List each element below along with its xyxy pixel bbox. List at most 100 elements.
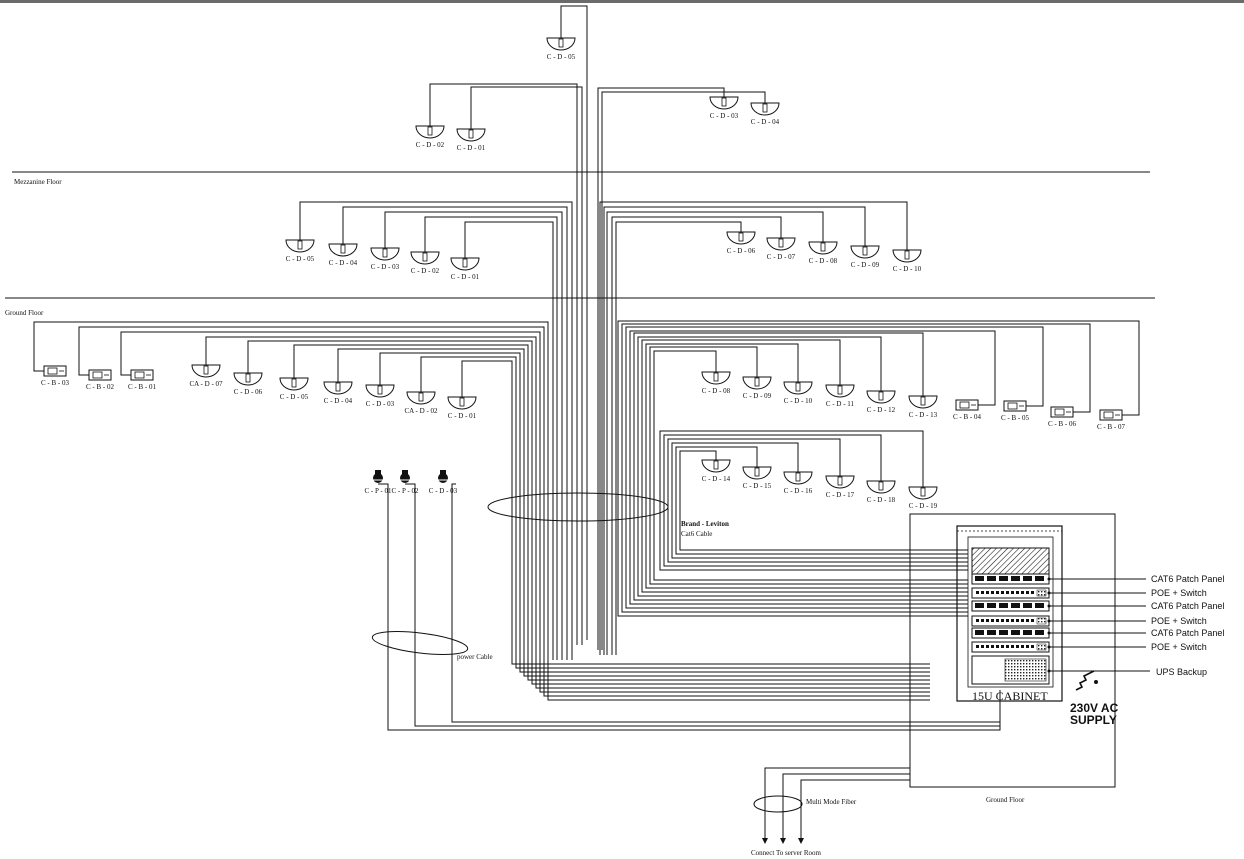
cat6-bundle-ellipse: [487, 492, 669, 522]
server-room-note: Connect To server Room: [751, 849, 822, 857]
dome-camera-top5-icon: [546, 37, 576, 51]
device-label: C - D - 01: [451, 273, 480, 281]
poe-switch-label: POE + Switch: [1151, 642, 1207, 652]
device-label: C - D - 09: [851, 261, 880, 269]
device-label: C - D - 19: [909, 502, 938, 510]
device-label: C - D - 12: [867, 406, 896, 414]
device-label: C - D - 18: [867, 496, 896, 504]
dome-camera-mz3-icon: [370, 247, 400, 261]
camera-devices: C - D - 05 C - D - 02 C - D - 01 C - D - 03…: [41, 37, 1126, 510]
dome-camera-gd5-icon: [279, 377, 309, 391]
dome-camera-gd19-icon: [908, 486, 938, 500]
dome-camera-gd13-icon: [908, 395, 938, 409]
poe-switch-label: POE + Switch: [1151, 588, 1207, 598]
dome-camera-gd16-icon: [783, 471, 813, 485]
dome-camera-gd8-icon: [701, 371, 731, 385]
ptz-camera-p3-icon: [438, 470, 448, 483]
fiber-run: [753, 767, 910, 844]
ground-floor-label: Ground Floor: [5, 309, 44, 317]
device-label: C - D - 08: [702, 387, 731, 395]
device-label: C - D - 04: [329, 259, 358, 267]
cabinet-inner: [967, 536, 1054, 688]
device-label: C - D - 05: [286, 255, 315, 263]
dome-camera-gd3-icon: [365, 384, 395, 398]
device-label: C - P - 01: [365, 487, 392, 495]
dome-camera-gd10-icon: [783, 381, 813, 395]
dome-camera-top3-icon: [709, 96, 739, 110]
bullet-camera-gb6-icon: [1050, 406, 1074, 418]
cat6-cable-note: Cat6 Cable: [681, 530, 712, 538]
power-cable-note: power Cable: [457, 653, 493, 661]
device-label: C - D - 05: [547, 53, 576, 61]
device-label: C - D - 01: [457, 144, 486, 152]
device-label: C - D - 14: [702, 475, 731, 483]
dome-camera-gd15-icon: [742, 466, 772, 480]
supply-label-line2: SUPPLY: [1070, 713, 1117, 727]
device-label: C - D - 06: [234, 388, 263, 396]
dome-camera-mz2-icon: [410, 251, 440, 265]
dome-camera-mz7-icon: [766, 237, 796, 251]
bullet-camera-gb1-icon: [130, 369, 154, 381]
device-label: C - D - 03: [710, 112, 739, 120]
ptz-camera-p1-icon: [373, 470, 383, 483]
dome-camera-gd11-icon: [825, 384, 855, 398]
cabinet-frame: [956, 525, 1063, 702]
power-plug-icon: [1075, 670, 1095, 691]
device-label: C - D - 05: [280, 393, 309, 401]
device-label: C - B - 03: [41, 379, 70, 387]
bullet-camera-gb4-icon: [955, 399, 979, 411]
fiber-note: Multi Mode Fiber: [806, 798, 857, 806]
dome-camera-gd1-icon: [447, 396, 477, 410]
device-label: C - D - 09: [743, 392, 772, 400]
device-label: C - B - 06: [1048, 420, 1077, 428]
dome-camera-mz6-icon: [726, 231, 756, 245]
dome-camera-mz5-icon: [285, 239, 315, 253]
device-label: C - D - 11: [826, 400, 855, 408]
dome-camera-gd17-icon: [825, 475, 855, 489]
ups-backup-label: UPS Backup: [1156, 667, 1207, 677]
device-label: C - B - 05: [1001, 414, 1030, 422]
patch-panel-label: CAT6 Patch Panel: [1151, 574, 1224, 584]
device-label: C - D - 13: [909, 411, 938, 419]
bullet-camera-gb7-icon: [1099, 409, 1123, 421]
poe-switch-label: POE + Switch: [1151, 616, 1207, 626]
dome-camera-top1-icon: [456, 128, 486, 142]
device-label: C - D - 03: [366, 400, 395, 408]
dome-camera-top4-icon: [750, 102, 780, 116]
cable-brand-note: Brand - Leviton: [681, 520, 729, 528]
cabinet-fan-panel: [971, 547, 1050, 575]
power-cable-ellipse: [371, 630, 469, 656]
device-label: C - D - 07: [767, 253, 796, 261]
cabinet: 15U CABINET: [956, 525, 1063, 703]
device-label: C - B - 04: [953, 413, 982, 421]
dome-camera-gd18-icon: [866, 480, 896, 494]
device-label: CA - D - 02: [404, 407, 438, 415]
device-label: C - B - 07: [1097, 423, 1126, 431]
dome-camera-gd9-icon: [742, 376, 772, 390]
dome-camera-mz10-icon: [892, 249, 922, 263]
bullet-camera-gb2-icon: [88, 369, 112, 381]
cabinet-label: 15U CABINET: [972, 689, 1048, 703]
device-label: C - D - 03: [429, 487, 458, 495]
mezzanine-floor-label: Mezzanine Floor: [14, 178, 62, 186]
dome-camera-gd4-icon: [323, 381, 353, 395]
cabinet-room-outline: [909, 513, 1116, 788]
device-label: C - D - 10: [784, 397, 813, 405]
dome-camera-gca7-icon: [191, 364, 221, 378]
device-label: C - D - 10: [893, 265, 922, 273]
bullet-camera-gb3-icon: [43, 365, 67, 377]
cable-runs: [33, 5, 1140, 731]
device-label: C - D - 04: [751, 118, 780, 126]
dome-camera-gd14-icon: [701, 459, 731, 473]
cabinet-room-label: Ground Floor: [986, 796, 1025, 804]
device-label: C - D - 04: [324, 397, 353, 405]
device-label: C - P - 02: [392, 487, 419, 495]
device-label: C - D - 03: [371, 263, 400, 271]
device-label: CA - D - 07: [189, 380, 223, 388]
patch-panel-label: CAT6 Patch Panel: [1151, 628, 1224, 638]
device-label: C - D - 08: [809, 257, 838, 265]
dome-camera-gd6-icon: [233, 372, 263, 386]
device-label: C - D - 02: [416, 141, 445, 149]
device-label: C - D - 15: [743, 482, 772, 490]
